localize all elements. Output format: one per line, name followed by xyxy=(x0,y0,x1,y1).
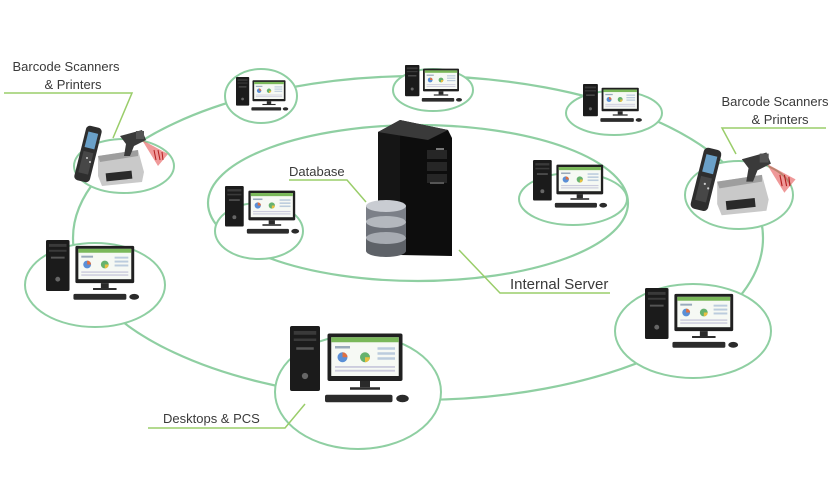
leader-line-scanners-right xyxy=(720,127,826,155)
label-database: Database xyxy=(289,164,345,179)
label-desktops: Desktops & PCS xyxy=(163,411,260,426)
leader-lines xyxy=(4,92,826,429)
database-cylinder-icon xyxy=(366,200,406,257)
leader-line-desktops xyxy=(148,403,306,429)
leader-line-scanners-left xyxy=(4,92,134,139)
leader-line-database xyxy=(289,179,367,203)
label-scanners-left-line1: Barcode Scanners xyxy=(13,59,120,74)
label-scanners-right-line1: Barcode Scanners xyxy=(722,94,829,109)
label-scanners-left-line2: & Printers xyxy=(44,77,102,92)
tower-server-icon xyxy=(378,120,452,256)
label-internal-server: Internal Server xyxy=(510,276,608,293)
label-scanners-right-line2: & Printers xyxy=(751,112,809,127)
leader-line-internal-server xyxy=(458,249,610,294)
